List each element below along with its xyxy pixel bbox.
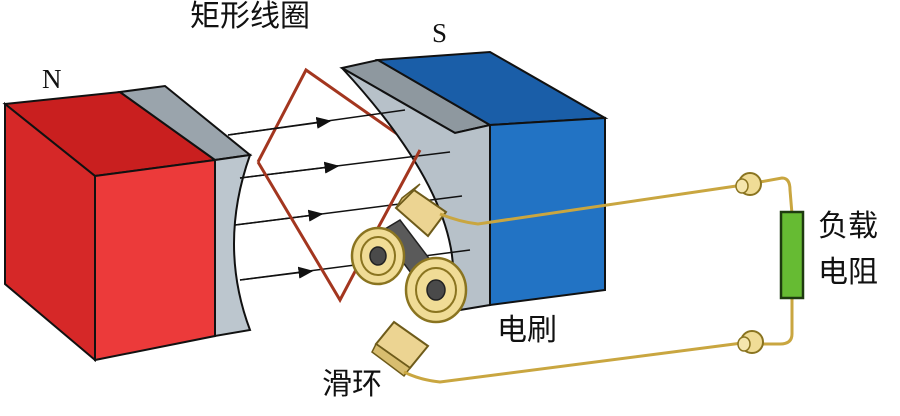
north-pole-label: N: [42, 64, 62, 94]
coil-back-edge: [256, 67, 421, 163]
field-line-4-head: [239, 266, 314, 281]
field-line-2-head: [239, 161, 340, 179]
north-magnet: [2, 90, 218, 363]
terminal-lower-cap: [737, 336, 751, 352]
wire-lower: [403, 340, 751, 384]
north-pole-piece-face: [214, 153, 252, 338]
slip-ring-front-mid: [360, 236, 396, 276]
south-magnet-front: [489, 116, 606, 307]
brush-upper-top: [395, 183, 421, 209]
north-magnet-side: [94, 158, 216, 362]
brush-lower-front: [371, 342, 412, 378]
load-resistor-label-line1: 负载: [818, 209, 878, 244]
external-circuit: [403, 172, 805, 384]
slip-ring-front-hole: [369, 246, 387, 266]
coil-label: 矩形线圈: [190, 0, 310, 34]
wire-right-lower: [762, 298, 794, 346]
field-line-3-head: [234, 209, 324, 226]
terminal-upper-cap: [735, 178, 749, 194]
load-resistor-label-line2: 电阻: [818, 255, 878, 290]
brushes-label: 电刷: [497, 313, 557, 348]
slip-ring-back: [404, 256, 468, 324]
slip-ring-back-mid: [415, 267, 457, 313]
wire-right-upper: [759, 176, 794, 215]
brush-lower: [371, 320, 430, 378]
slip-ring-front: [350, 226, 406, 286]
south-pole-label: S: [432, 18, 448, 48]
resistor-icon: [779, 210, 805, 300]
terminal-upper: [735, 172, 762, 196]
brush-upper: [394, 183, 448, 238]
wire-upper: [439, 182, 751, 226]
slip-ring-back-hole: [426, 279, 446, 301]
north-pole-piece: [117, 84, 253, 338]
shaft-assembly: [350, 183, 468, 378]
terminal-lower: [737, 330, 764, 354]
slip-rings-label: 滑环: [322, 367, 382, 402]
field-line-1-head: [227, 116, 332, 136]
south-magnet: [339, 50, 609, 314]
